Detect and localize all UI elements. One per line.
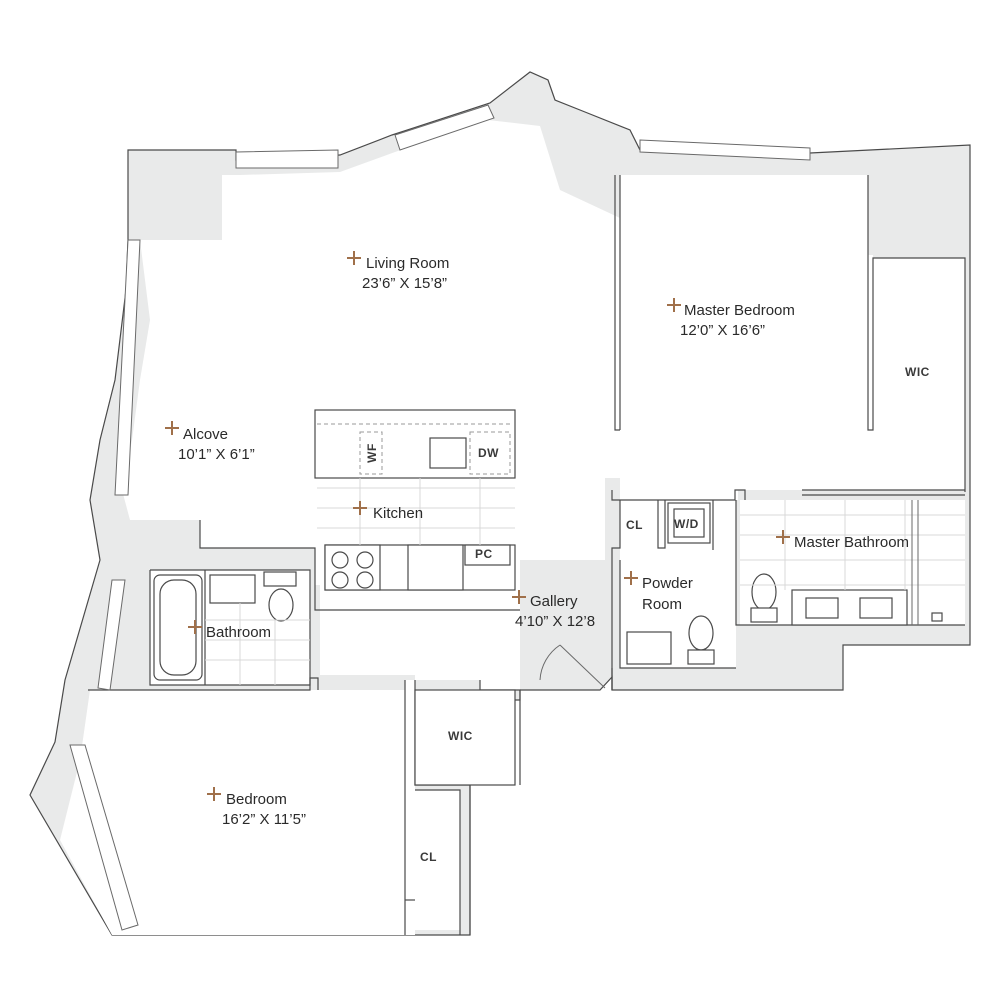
kitchen-name: Kitchen bbox=[373, 505, 424, 522]
alcove-dims: 10’1” X 6’1” bbox=[178, 446, 255, 463]
kitchen-marker bbox=[353, 501, 367, 515]
alcove-name: Alcove bbox=[183, 426, 229, 443]
master-bathroom-name: Master Bathroom bbox=[794, 534, 910, 551]
cl-bedroom-label: CL bbox=[420, 850, 437, 864]
powder-room-fixtures bbox=[626, 502, 715, 665]
washer-dryer-label: W/D bbox=[674, 517, 699, 531]
interior-walls bbox=[88, 175, 966, 935]
wic-hall-label: WIC bbox=[448, 729, 473, 743]
gallery-dims: 4’10” X 12’8 bbox=[515, 613, 596, 630]
master-bedroom-marker bbox=[667, 298, 681, 312]
master-bathroom-marker bbox=[776, 530, 790, 544]
gallery-name: Gallery bbox=[530, 593, 578, 610]
bathroom-fixtures bbox=[153, 571, 310, 685]
living-room-dims: 23’6” X 15’8” bbox=[362, 275, 448, 292]
powder-room-marker bbox=[624, 571, 638, 585]
master-bedroom-dims: 12’0” X 16’6” bbox=[680, 322, 766, 339]
bedroom-dims: 16’2” X 11’5” bbox=[222, 811, 306, 828]
hall-closet bbox=[414, 689, 516, 786]
alcove-marker bbox=[165, 421, 179, 435]
bathroom-marker bbox=[188, 620, 202, 634]
windows bbox=[69, 104, 811, 931]
dishwasher-label: DW bbox=[478, 446, 499, 460]
wic-master-label: WIC bbox=[905, 365, 930, 379]
wine-fridge-label: WF bbox=[364, 443, 379, 463]
pantry-label: PC bbox=[475, 547, 493, 561]
master-bath-fixtures bbox=[740, 500, 965, 626]
powder-room-name-line2: Room bbox=[642, 596, 683, 613]
gallery-marker bbox=[512, 590, 526, 604]
room-markers bbox=[165, 251, 790, 801]
bedroom-name: Bedroom bbox=[226, 791, 287, 808]
master-bedroom-name: Master Bedroom bbox=[684, 302, 795, 319]
living-room-marker bbox=[347, 251, 361, 265]
kitchen-counter bbox=[314, 409, 516, 591]
powder-room-name-line1: Powder bbox=[642, 575, 693, 592]
gallery-door bbox=[539, 644, 606, 689]
cl-hall-label: CL bbox=[626, 518, 643, 532]
bathroom-name: Bathroom bbox=[206, 624, 272, 641]
bedroom-marker bbox=[207, 787, 221, 801]
living-room-name: Living Room bbox=[366, 255, 450, 272]
